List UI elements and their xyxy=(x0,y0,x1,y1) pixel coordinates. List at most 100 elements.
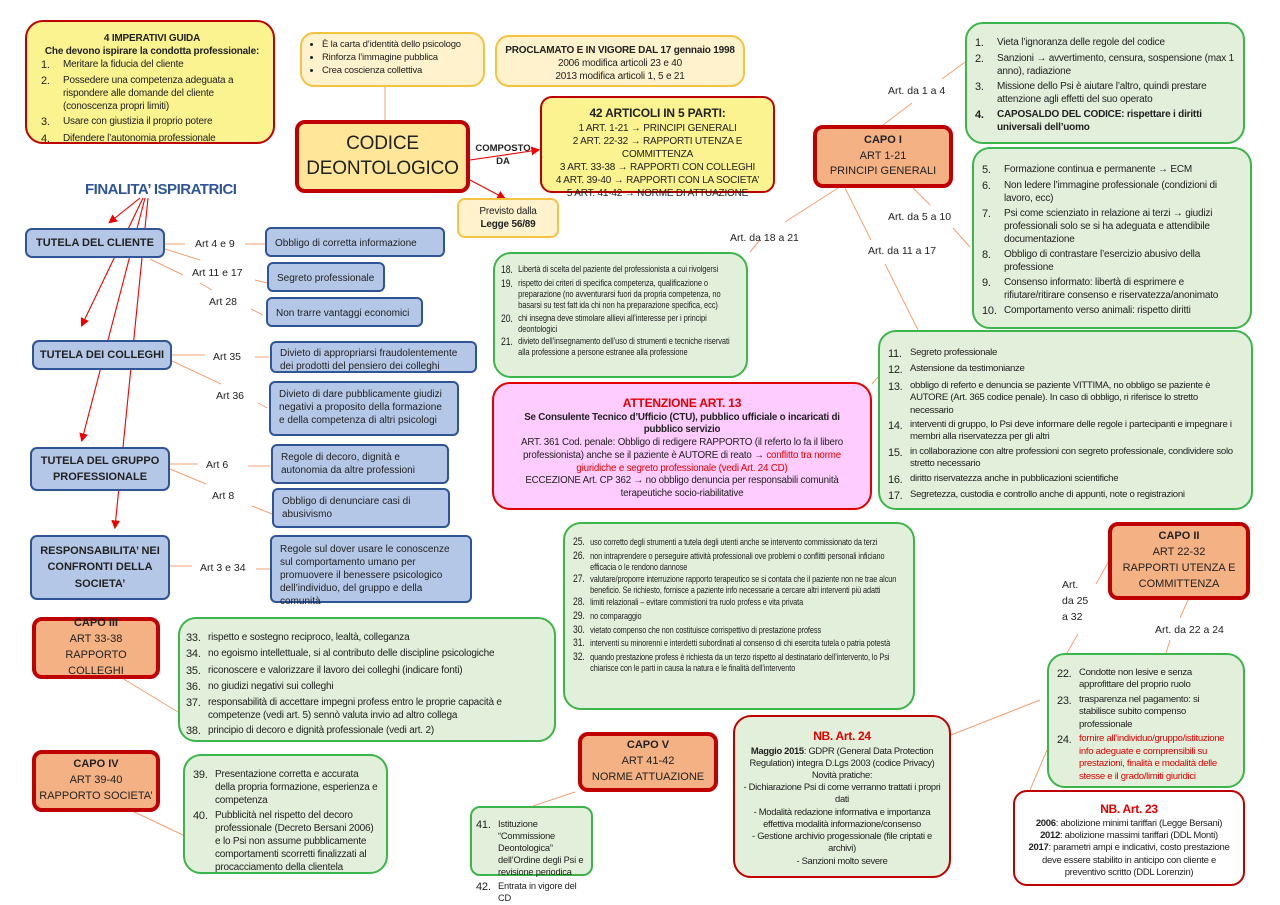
item-number: 30. xyxy=(573,623,585,636)
item-text: Vieta l’ignoranza delle regole del codic… xyxy=(997,37,1165,48)
item-number: 13. xyxy=(888,380,903,393)
nb23-year: 2017 xyxy=(1028,842,1049,854)
articles-11-17-box: 11.Segreto professionale 12.Astensione da… xyxy=(878,330,1253,510)
item-text: divieto dell’insegnamento dell’uso di st… xyxy=(518,335,730,359)
capo-desc: RAPPORTO SOCIETA’ xyxy=(39,789,153,802)
articoli-title: 42 ARTICOLI IN 5 PARTI: xyxy=(589,106,726,120)
item-text: no giudizi negativi sui colleghi xyxy=(208,680,334,692)
list-item: 37.responsabilità di accettare impegni p… xyxy=(186,696,546,722)
previsto-law: Legge 56/89 xyxy=(480,219,536,230)
composto-label: COMPOSTO DA xyxy=(475,143,531,168)
edge-label: Art. da 22 a 24 xyxy=(1155,624,1224,636)
item-text: CAPOSALDO DEL CODICE: rispettare i dirit… xyxy=(997,109,1202,134)
articoli-line: 3 ART. 33-38 → RAPPORTI CON COLLEGHI xyxy=(559,161,756,173)
capo-title: CAPO I xyxy=(864,133,902,146)
item-number: 35. xyxy=(186,664,201,677)
title-line: DEONTOLOGICO xyxy=(306,157,459,179)
item-text: Presentazione corretta e accurata della … xyxy=(215,769,378,806)
item-number: 38. xyxy=(186,725,201,738)
item-text: in collaborazione con altre professioni … xyxy=(910,445,1233,470)
list-item: 22.Condotte non lesive e senza approfitt… xyxy=(1057,667,1237,692)
item-number: 9. xyxy=(982,277,991,290)
item-number: 2. xyxy=(41,75,50,88)
item-number: 20. xyxy=(501,312,513,325)
articoli-line: 1 ART. 1-21 → PRINCIPI GENERALI xyxy=(578,122,737,134)
item-number: 41. xyxy=(476,819,491,831)
list-item: 28.limiti relazionali – evitare commisti… xyxy=(573,596,904,609)
item-number: 4. xyxy=(975,109,984,122)
list-item: 15.in collaborazione con altre professio… xyxy=(888,446,1243,471)
list-item: 12.Astensione da testimonianze xyxy=(888,363,1243,377)
item-number: 25. xyxy=(573,536,585,548)
item-text: Non ledere l’immagine professionale (con… xyxy=(1004,180,1217,205)
category-tutela-cliente: TUTELA DEL CLIENTE xyxy=(25,228,165,258)
nb24-item: - Modalità redazione informativa e impor… xyxy=(753,805,931,829)
list-item: 23.trasparenza nel pagamento: si stabili… xyxy=(1057,694,1237,731)
item-text: Entrata in vigore del CD xyxy=(498,881,577,904)
caratteristiche-box: È la carta d’identità dello psicologo Ri… xyxy=(300,32,485,87)
articoli-box: 42 ARTICOLI IN 5 PARTI: 1 ART. 1-21 → PR… xyxy=(540,96,775,199)
capo-articles: ART 39-40 xyxy=(69,774,123,787)
imperativi-subtitle: Che devono ispirare la condotta professi… xyxy=(44,46,260,57)
item-number: 19. xyxy=(501,277,513,290)
nb24-item: - Dichiarazione Psi di come verranno tra… xyxy=(743,781,941,805)
nb24-intro: : GDPR (General Data Protection Regulati… xyxy=(749,744,935,768)
nb23-text: : abolizione minimi tariffari (Legge Ber… xyxy=(1055,817,1223,829)
article-list: 41.Istituzione “Commissione Deontologica… xyxy=(476,818,587,905)
previsto-box: Previsto dalla Legge 56/89 xyxy=(457,198,559,238)
item-number: 33. xyxy=(186,632,201,644)
list-item: 11.Segreto professionale xyxy=(888,347,1243,361)
capo-desc: RAPPORTI UTENZA E COMMITTENZA xyxy=(1122,562,1236,590)
item-number: 23. xyxy=(1057,694,1072,707)
item-text: uso corretto degli strumenti a tutela de… xyxy=(590,536,878,547)
list-item: 9.Consenso informato: libertà di esprime… xyxy=(982,276,1242,302)
item-number: 18. xyxy=(501,264,513,276)
article-list: 25. uso corretto degli strumenti a tutela… xyxy=(573,536,904,673)
article-list: 5.Formazione continua e permanente → ECM… xyxy=(982,163,1242,319)
articles-33-38-box: 33.rispetto e sostegno reciproco, lealtà… xyxy=(178,617,556,742)
nb24-item-text: Modalità redazione informativa e importa… xyxy=(758,805,931,829)
list-item: 38. principio di decoro e dignità profess… xyxy=(186,724,546,738)
item-number: 31. xyxy=(573,637,585,650)
item-number: 21. xyxy=(501,335,513,348)
previsto-line: Previsto dalla xyxy=(479,206,537,217)
list-item: 1.Meritare la fiducia del cliente xyxy=(41,58,263,72)
nb-art24-box: NB. Art. 24 Maggio 2015: GDPR (General D… xyxy=(733,715,951,878)
item-number: 36. xyxy=(186,680,201,693)
nb24-item-text: Sanzioni molto severe xyxy=(801,854,888,866)
item-text: principio di decoro e dignità profession… xyxy=(208,725,434,737)
item-text: no egoismo intellettuale, si al contribu… xyxy=(208,648,495,660)
item-text: interventi su minorenni e interdetti sub… xyxy=(590,637,891,649)
item-text: Missione dello Psi è aiutare l’altro, qu… xyxy=(997,81,1207,106)
item-text: Segreto professionale xyxy=(910,347,998,358)
nb24-item: - Gestione archivio progessionale (file … xyxy=(752,830,932,854)
attenzione-art13-box: ATTENZIONE ART. 13 Se Consulente Tecnico… xyxy=(492,382,872,510)
category-responsabilita-societa: RESPONSABILITA’ NEI CONFRONTI DELLA SOCI… xyxy=(30,535,170,600)
nb24-item-text: Gestione archivio progessionale (file cr… xyxy=(757,830,932,854)
list-item: 31. interventi su minorenni e interdetti … xyxy=(573,637,904,650)
nb23-text: : abolizione massimi tariffari (DDL Mont… xyxy=(1060,829,1218,841)
item-number: 28. xyxy=(573,595,585,608)
detail-box: Non trarre vantaggi economici xyxy=(266,297,423,327)
art-label: Art 8 xyxy=(212,490,235,502)
list-item: 34.no egoismo intellettuale, si al contr… xyxy=(186,647,546,661)
list-item: 5.Formazione continua e permanente → ECM xyxy=(982,163,1242,177)
item-text: riconoscere e valorizzare il lavoro dei … xyxy=(208,664,463,676)
list-item: 2.Possedere una competenza adeguata a ri… xyxy=(41,74,263,113)
articoli-line: 5 ART. 41-42 → NORME DI ATTUAZIONE xyxy=(566,187,749,199)
article-list: 33.rispetto e sostegno reciproco, lealtà… xyxy=(186,631,546,738)
list-item: 17.Segretezza, custodia e controllo anch… xyxy=(888,489,1243,503)
imperativi-box: 4 IMPERATIVI GUIDA Che devono ispirare l… xyxy=(25,20,275,145)
item-number: 29. xyxy=(573,609,585,622)
list-item: 1.Vieta l’ignoranza delle regole del cod… xyxy=(975,36,1235,50)
item-number: 14. xyxy=(888,420,903,432)
articles-22-24-box: 22.Condotte non lesive e senza approfitt… xyxy=(1047,653,1245,788)
item-text: Formazione continua e permanente → ECM xyxy=(1004,164,1193,175)
edge-label: Art. da 11 a 17 xyxy=(868,245,937,257)
list-item: 8.Obbligo di contrastare l’esercizio abu… xyxy=(982,248,1242,274)
list-item: 40.Pubblicità nel rispetto del decoro pr… xyxy=(193,809,378,874)
item-number: 1. xyxy=(41,59,50,71)
imperativi-title: 4 IMPERATIVI GUIDA xyxy=(103,33,201,44)
item-number: 7. xyxy=(982,208,991,221)
capo-title: CAPO V xyxy=(626,739,670,752)
